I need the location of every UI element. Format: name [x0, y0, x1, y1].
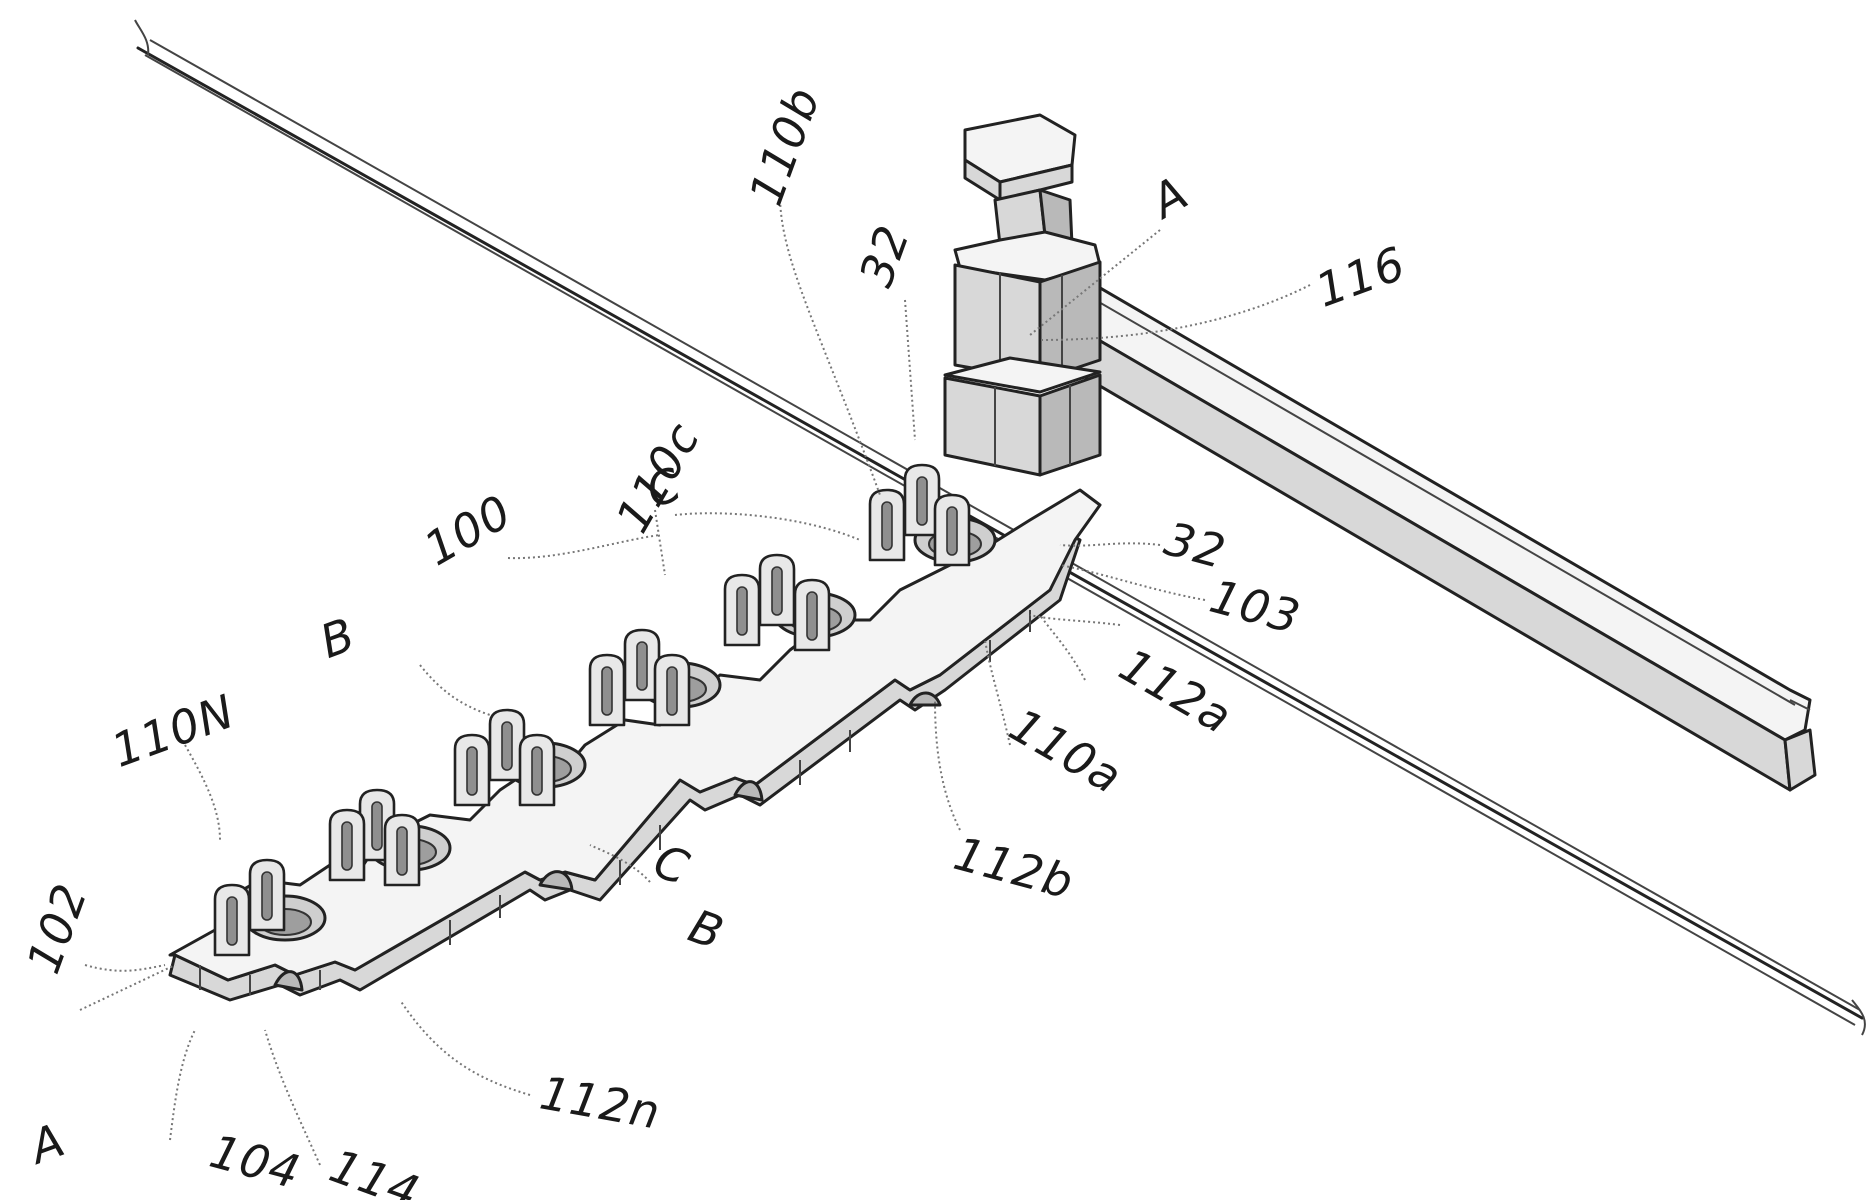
- post-slot: [882, 502, 892, 550]
- post-slot: [807, 592, 817, 640]
- post-slot: [737, 587, 747, 635]
- label-103: 103: [1204, 569, 1306, 645]
- label-B-bottom: B: [682, 899, 731, 961]
- post-slot: [947, 507, 957, 555]
- post-slot: [667, 667, 677, 715]
- post-slot: [532, 747, 542, 795]
- label-C-bottom: C: [647, 834, 697, 896]
- tool-head: [945, 115, 1100, 475]
- label-110N: 110N: [105, 684, 242, 778]
- label-112n: 112n: [536, 1065, 665, 1139]
- handle-bar: [1030, 250, 1815, 790]
- reference-labels: 110b 32 A 116 110c C 100 32 103 B 112a 1…: [16, 80, 1412, 1200]
- post-slot: [372, 802, 382, 850]
- post-slot: [227, 897, 237, 945]
- label-A-bottom: A: [20, 1112, 72, 1175]
- post-slot: [772, 567, 782, 615]
- post-slot: [342, 822, 352, 870]
- label-114: 114: [323, 1138, 427, 1200]
- post-slot: [467, 747, 477, 795]
- label-32-top: 32: [849, 218, 920, 293]
- label-A-top: A: [1140, 165, 1198, 229]
- post-slot: [502, 722, 512, 770]
- label-110b: 110b: [738, 80, 830, 212]
- label-104: 104: [204, 1124, 306, 1200]
- post-slot: [917, 477, 927, 525]
- label-B-top: B: [313, 607, 362, 669]
- label-100: 100: [415, 484, 521, 576]
- label-110a: 110a: [1001, 698, 1132, 805]
- label-112b: 112b: [949, 826, 1080, 909]
- label-112a: 112a: [1111, 638, 1242, 745]
- post-slot: [397, 827, 407, 875]
- post-slot: [637, 642, 647, 690]
- label-116: 116: [1309, 236, 1413, 318]
- post-slot: [262, 872, 272, 920]
- post-slot: [602, 667, 612, 715]
